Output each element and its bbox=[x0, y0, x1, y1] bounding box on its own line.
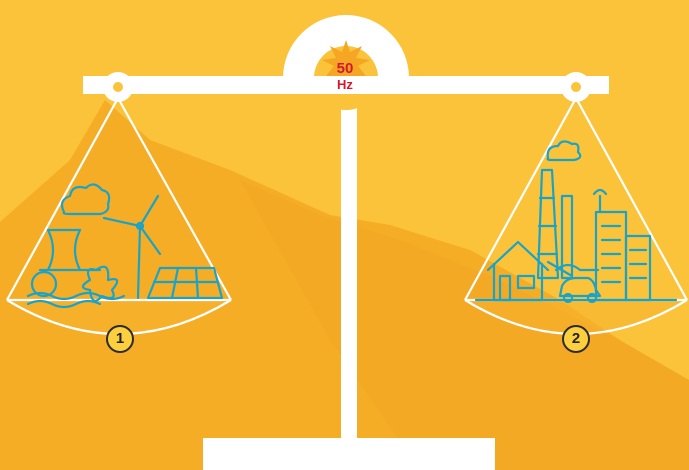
electric-car-icon bbox=[560, 278, 600, 302]
frequency-unit: Hz bbox=[323, 78, 367, 92]
factory-icon bbox=[538, 170, 598, 278]
pan-number-1: 1 bbox=[106, 325, 134, 353]
pan-number-2: 2 bbox=[562, 325, 590, 353]
antenna-icon bbox=[594, 190, 606, 212]
scale-base bbox=[203, 438, 495, 470]
scale-pillar bbox=[341, 80, 357, 440]
smoke-cloud-icon bbox=[548, 141, 581, 160]
office-building-icon bbox=[596, 212, 650, 300]
frequency-value: 50 bbox=[323, 61, 367, 77]
